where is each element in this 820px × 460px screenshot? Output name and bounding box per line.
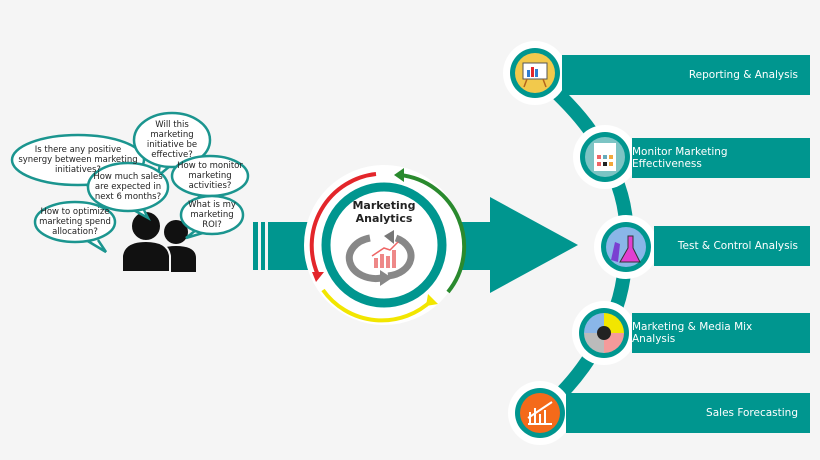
yellow-cycle-arc [321,288,434,323]
output-reporting-analysis: Reporting & Analysis [562,55,810,95]
output-nodes [503,41,658,445]
media-mix-pie-icon [572,301,636,365]
output-media-mix: Marketing & Media Mix Analysis [632,313,810,353]
speech-bubble [179,194,245,236]
forecast-chart-icon [508,381,572,445]
output-test-control: Test & Control Analysis [654,226,810,266]
cycle-growth-icon [345,230,415,286]
speech-bubble [132,111,212,169]
red-cycle-arc [309,172,377,276]
marketing-analytics-hub [304,165,467,325]
question-spend-allocation: How to optimize marketing spend allocati… [39,207,111,237]
presentation-board-icon [503,41,567,105]
dashboard-report-icon [573,125,637,189]
lab-flask-icon [594,215,658,279]
output-monitor-effectiveness: Monitor Marketing Effectiveness [632,138,810,178]
output-sales-forecasting: Sales Forecasting [566,393,810,433]
speech-bubbles [10,111,250,254]
people-icon [121,210,196,273]
speech-bubble [33,200,117,244]
question-roi: What is my marketing ROI? [188,200,236,230]
center-title: Marketing Analytics [352,199,416,225]
question-monitor: How to monitor marketing activities? [177,161,243,191]
question-sales-forecast: How much sales are expected in next 6 mo… [93,172,163,202]
green-cycle-arc [399,173,467,294]
question-synergy: Is there any positive synergy between ma… [18,145,138,175]
speech-bubble [86,161,170,213]
question-effectiveness: Will this marketing initiative be effect… [146,120,198,160]
